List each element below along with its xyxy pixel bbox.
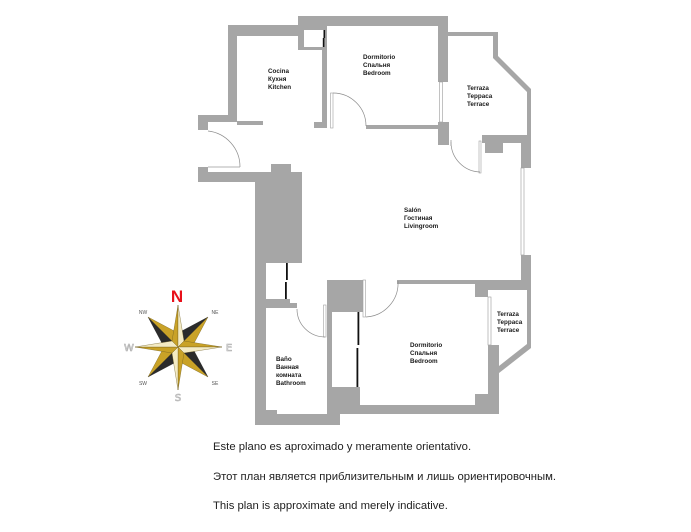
- bathroom-top-step: [290, 303, 297, 308]
- compass-se-label: SE: [212, 381, 219, 387]
- closet1-interior: [304, 30, 324, 47]
- bedroom1-right-wall-lower: [438, 122, 449, 145]
- closet2-door-line: [285, 282, 287, 300]
- bedroom2-bottom-notch: [475, 394, 488, 405]
- livingroom-bottom-wall: [475, 280, 531, 290]
- room-labels: Cocina Кухня Kitchen Dormitorio Спальня …: [268, 54, 524, 387]
- bedroom1-door-frame: [330, 92, 334, 129]
- kitchen-bedroom-partition: [322, 47, 327, 123]
- terrace1-bottom-wall: [482, 135, 527, 143]
- closet1-door-line: [323, 30, 326, 38]
- bathroom-top-wall: [265, 299, 290, 308]
- kitchen-left-wall: [228, 25, 237, 122]
- livingroom-window: [520, 167, 525, 256]
- disclaimer: Este plano es aproximado y meramente ori…: [213, 441, 556, 512]
- closet2-door-line: [286, 263, 288, 280]
- terrace1-door-swing: [450, 141, 481, 173]
- terrace2-window: [487, 296, 492, 346]
- terrace1-label: Terraza Терраса Terrace: [467, 85, 494, 108]
- entrance-upper-ledge: [198, 115, 237, 122]
- entrance-lower-jamb: [198, 167, 208, 173]
- compass-west-label: W: [124, 343, 134, 354]
- bedroom1-bottom-wall: [366, 125, 448, 129]
- disclaimer-ru: Этот план является приблизительным и лиш…: [213, 471, 556, 483]
- bedroom2-label: Dormitorio Спальня Bedroom: [410, 342, 444, 365]
- compass-south-label: S: [175, 393, 181, 404]
- bathroom-door-frame: [323, 304, 327, 338]
- closet3-bottom-block: [327, 387, 360, 414]
- entrance-door-swing: [207, 130, 241, 168]
- west-outer-wall: [255, 263, 266, 425]
- bathroom-label: Baño Ванная комната Bathroom: [276, 356, 306, 387]
- entrance-upper-jamb: [198, 122, 208, 130]
- terrace1-top-wall: [448, 32, 498, 36]
- closet3-left-wall: [327, 312, 332, 387]
- kitchen-bottom-wall: [237, 121, 263, 125]
- compass-north-label: N: [171, 287, 183, 306]
- terrace2-outer-wall: [499, 290, 531, 373]
- compass-rose: N NW NE W E SW SE S: [124, 287, 233, 404]
- walls: [198, 16, 531, 425]
- central-block: [255, 172, 302, 263]
- central-block-bump: [271, 164, 291, 172]
- compass-ne-label: NE: [212, 310, 220, 316]
- kitchen-top-wall: [228, 25, 300, 36]
- bedroom2-corner-notch: [475, 290, 488, 297]
- bedroom1-label: Dormitorio Спальня Bedroom: [363, 54, 397, 77]
- bedroom2-right-wall: [488, 345, 499, 414]
- livingroom-right-wall: [521, 255, 531, 290]
- doors: [207, 92, 481, 338]
- compass-sw-label: SW: [139, 381, 147, 387]
- bedroom1-top-wall: [298, 16, 448, 26]
- bedroom1-window: [439, 81, 443, 123]
- compass-nw-label: NW: [139, 310, 148, 316]
- compass-east-label: E: [226, 343, 232, 354]
- bathroom-bottom-step: [265, 410, 277, 414]
- closet3-door-line: [356, 348, 359, 387]
- disclaimer-en: This plan is approximate and merely indi…: [213, 500, 448, 512]
- disclaimer-es: Este plano es aproximado y meramente ori…: [213, 441, 471, 453]
- bedroom1-door-swing: [332, 92, 367, 127]
- bathroom-door-swing: [296, 308, 326, 338]
- closet1-door-line: [322, 38, 325, 47]
- bedroom2-top-wall: [397, 280, 475, 284]
- bedroom1-right-wall: [438, 16, 448, 82]
- closet3-top-block: [327, 280, 363, 312]
- terrace2-label: Terraza Терраса Terrace: [497, 311, 524, 334]
- compass-star-icon: [134, 304, 223, 391]
- bedroom2-door-swing: [365, 280, 399, 318]
- entrance-lower-wall: [198, 172, 255, 182]
- kitchen-label: Cocina Кухня Kitchen: [268, 68, 291, 91]
- bedroom2-bottom-wall: [340, 405, 499, 414]
- bedroom2-door-frame: [362, 279, 366, 318]
- terrace1-door-frame: [478, 140, 482, 174]
- livingroom-label: Salón Гостиная Livingroom: [404, 207, 439, 230]
- bathroom-bottom-wall: [255, 414, 340, 425]
- terrace1-outer-wall: [493, 32, 531, 168]
- terrace1-corner-pillar: [521, 135, 531, 168]
- partition-ledge: [314, 122, 327, 128]
- closet3-door-line: [357, 312, 360, 345]
- terrace1-bottom-bump: [485, 143, 503, 153]
